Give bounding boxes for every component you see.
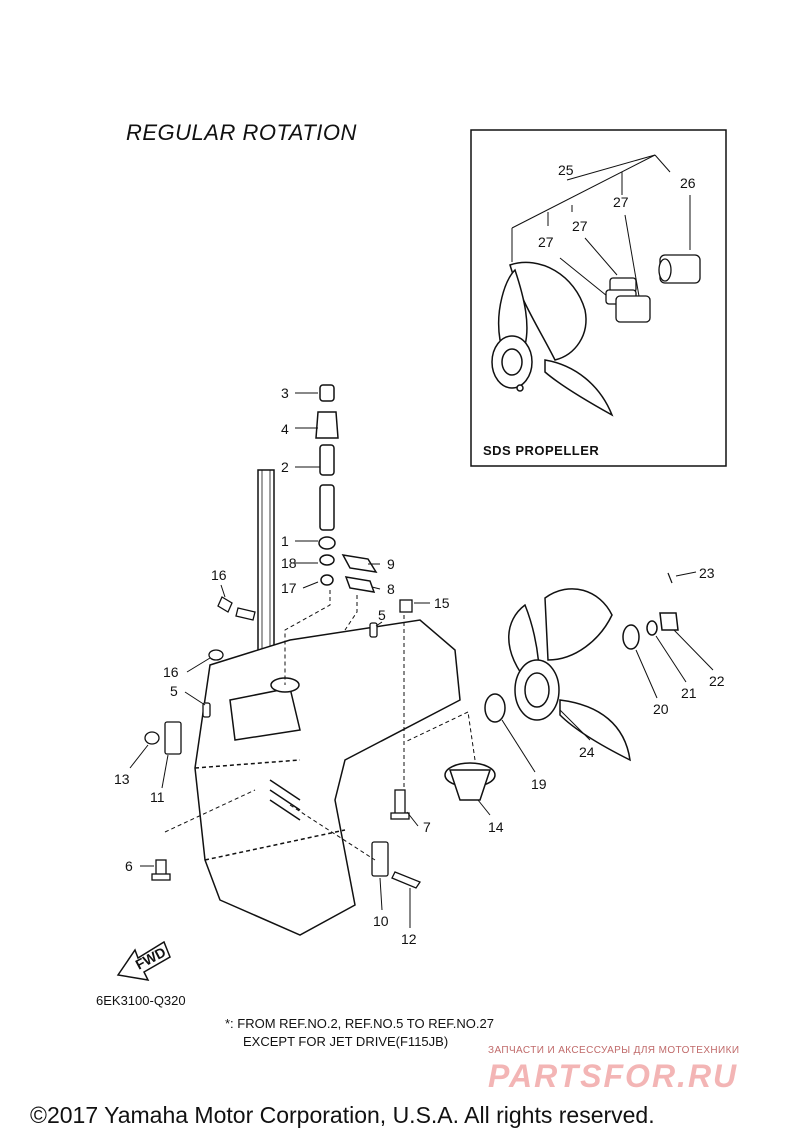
callout-8: 8	[387, 581, 395, 597]
drive-shaft-group	[257, 384, 378, 696]
callout-27-right: 27	[613, 194, 629, 210]
callout-7: 7	[423, 819, 431, 835]
callout-18: 18	[281, 555, 297, 571]
callout-3: 3	[281, 385, 289, 401]
diagram-title: REGULAR ROTATION	[126, 120, 357, 145]
callout-14: 14	[488, 819, 504, 835]
callout-27-left: 27	[538, 234, 554, 250]
callout-23: 23	[699, 565, 715, 581]
lower-casing	[194, 619, 461, 936]
callout-22: 22	[709, 673, 725, 689]
sds-propeller-drawing	[491, 261, 614, 417]
callout-2: 2	[281, 459, 289, 475]
callout-11: 11	[150, 789, 165, 805]
callout-1: 1	[281, 533, 289, 549]
watermark-subtitle: ЗАПЧАСТИ И АКСЕССУАРЫ ДЛЯ МОТОТЕХНИКИ	[488, 1045, 740, 1056]
callout-19: 19	[531, 776, 547, 792]
callout-5-upper: 5	[378, 607, 386, 623]
callout-10: 10	[373, 913, 389, 929]
callout-12: 12	[401, 931, 417, 947]
callout-15: 15	[434, 595, 450, 611]
left-side-parts	[144, 596, 421, 889]
sds-insert-parts	[605, 254, 701, 323]
callout-labels: 1 2 3 4 5 5 6 7 8 9 10 11 12 13 14 15 16…	[114, 162, 725, 947]
callout-4: 4	[281, 421, 289, 437]
callout-9: 9	[387, 556, 395, 572]
callout-13: 13	[114, 771, 130, 787]
callout-5-left: 5	[170, 683, 178, 699]
callout-24: 24	[579, 744, 595, 760]
callout-17: 17	[281, 580, 297, 596]
callout-16-lower: 16	[163, 664, 179, 680]
callout-26: 26	[680, 175, 696, 191]
watermark-logo[interactable]: PARTSFOR.RU	[488, 1058, 739, 1094]
callout-27-middle: 27	[572, 218, 588, 234]
callout-25: 25	[558, 162, 574, 178]
callout-16-upper: 16	[211, 567, 227, 583]
fwd-arrow: FWD	[116, 940, 171, 981]
note-line-2: EXCEPT FOR JET DRIVE(F115JB)	[243, 1034, 449, 1049]
inset-frame	[470, 129, 727, 467]
copyright-notice: ©2017 Yamaha Motor Corporation, U.S.A. A…	[30, 1102, 655, 1128]
note-line-1: *: FROM REF.NO.2, REF.NO.5 TO REF.NO.27	[225, 1016, 494, 1031]
leader-lines	[129, 392, 714, 928]
callout-6: 6	[125, 858, 133, 874]
rear-parts	[444, 572, 679, 801]
inset-title: SDS PROPELLER	[483, 443, 600, 458]
inset-bracket-lines	[511, 154, 691, 303]
callout-20: 20	[653, 701, 669, 717]
callout-21: 21	[681, 685, 697, 701]
diagram-code: 6EK3100-Q320	[96, 993, 186, 1008]
